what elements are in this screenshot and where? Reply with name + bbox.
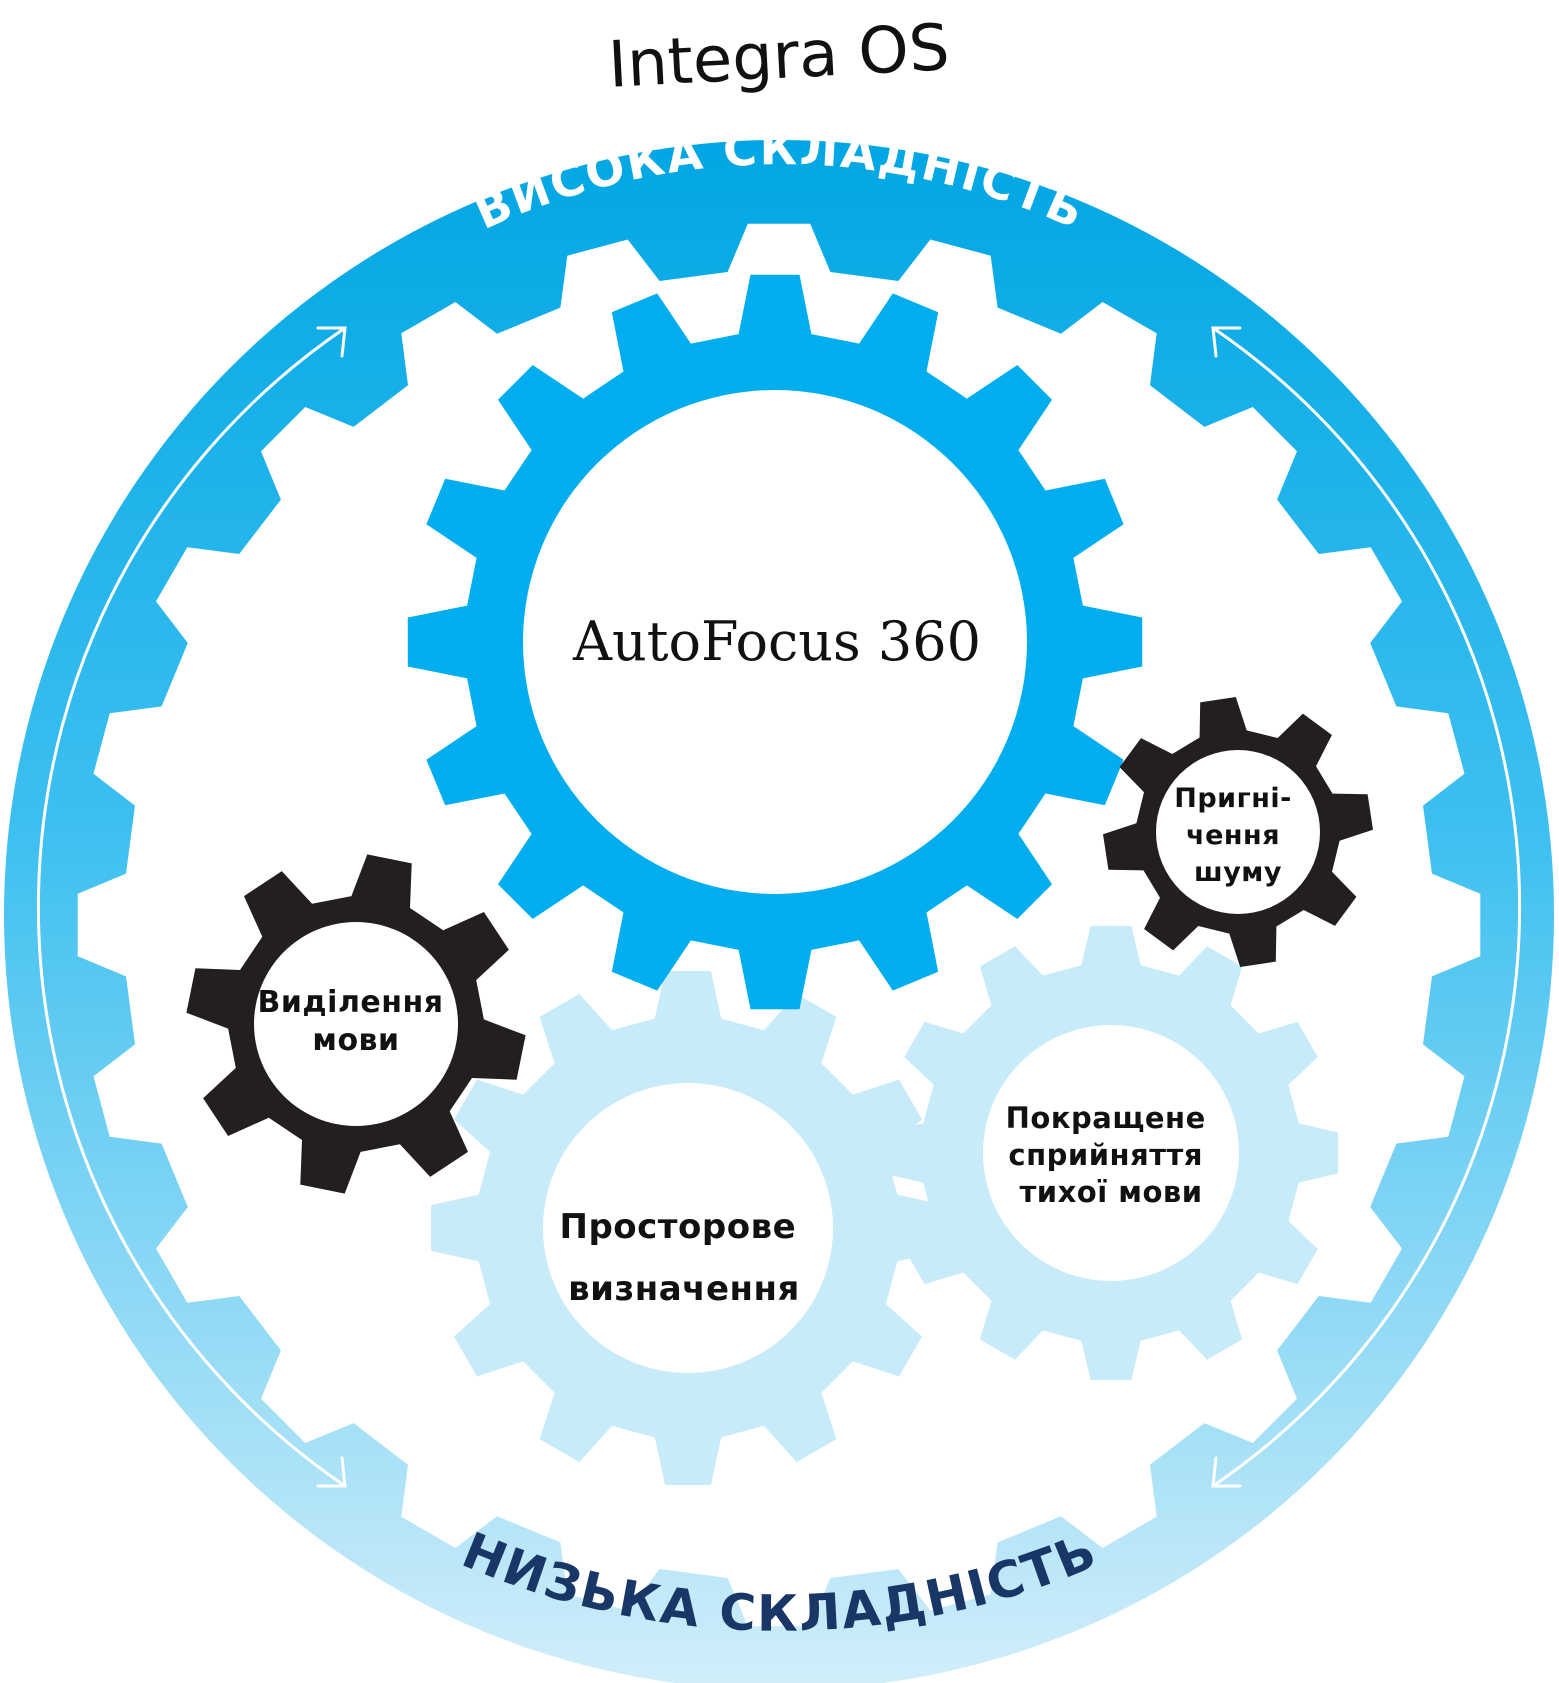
left-arrow-head-top (316, 326, 347, 358)
left-arrow-head-bottom (316, 1456, 347, 1488)
right-arrow-head-bottom (1211, 1456, 1242, 1488)
diagram-title: Integra OS (606, 11, 951, 103)
speech-isolation-gear: Виділення мови (186, 854, 526, 1194)
autofocus-gear: AutoFocus 360 (407, 274, 1143, 1010)
noise-suppression-gear: Пригні- чення шуму (1103, 697, 1373, 967)
autofocus-gear-label: AutoFocus 360 (572, 610, 981, 673)
speech-isolation-gear-label: Виділення мови (258, 985, 455, 1058)
noise-suppression-gear-hub (1156, 750, 1320, 914)
complexity-arrows (36, 326, 1522, 1488)
spatial-gear-hub (543, 1083, 833, 1373)
spatial-gear: Просторове визначення (431, 971, 945, 1485)
spatial-gear-label: Просторове визначення (560, 1207, 809, 1309)
speech-isolation-gear-hub (254, 922, 458, 1126)
right-arc-arrow (1211, 326, 1522, 1488)
autofocus-gear-hub (523, 390, 1027, 894)
soft-speech-gear: Покращене сприйняття тихої мови (883, 925, 1339, 1381)
noise-suppression-gear-label: Пригні- чення шуму (1174, 783, 1301, 888)
soft-speech-gear-label: Покращене сприйняття тихої мови (1006, 1101, 1217, 1209)
right-arrow-head-top (1211, 326, 1242, 358)
left-arc-arrow (36, 326, 347, 1488)
soft-speech-gear-hub (983, 1025, 1239, 1281)
